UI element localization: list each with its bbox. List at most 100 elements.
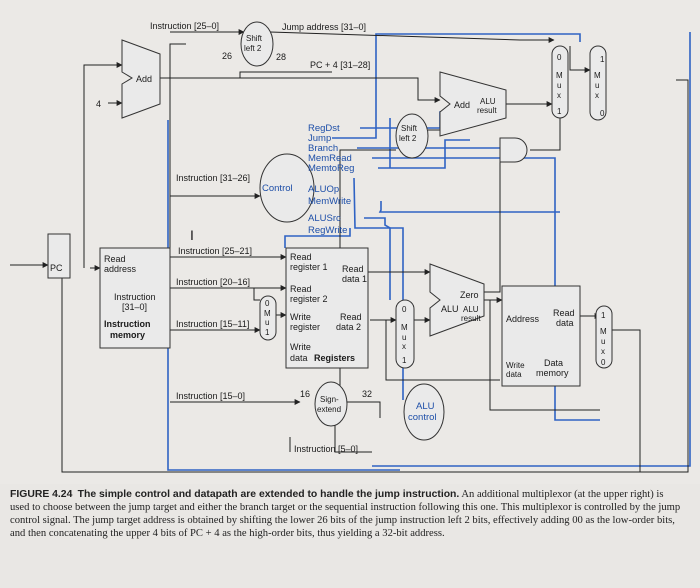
jump-mux-m: M: [594, 71, 601, 80]
dm-read-1: Read: [553, 308, 575, 318]
reg-data1b: data 1: [342, 274, 367, 284]
alusrc-mux-u: u: [402, 333, 406, 342]
signal-alusrc: ALUSrc: [308, 213, 341, 224]
regdst-mux-in0: 0: [265, 299, 270, 308]
dm-memory: memory: [536, 368, 569, 378]
data2-to-mem-wire: [385, 320, 500, 381]
reg-writea: Write: [290, 312, 311, 322]
instr-bus-wire: [169, 43, 186, 290]
regdst-mux-in1: 1: [265, 328, 270, 337]
jump-mux-body: [589, 45, 607, 121]
writeback-wire: [612, 329, 641, 472]
alusrc-mux-in1: 1: [402, 356, 407, 365]
pc-feedback-wire: [61, 79, 689, 473]
jump-mux-in1: 1: [600, 55, 605, 64]
im-title-2: memory: [110, 330, 145, 340]
multiplexers: 1 M u x 0 0 M u x 1 0 M u 1 0 M u x 1: [259, 45, 613, 369]
branch-mux-x: x: [557, 91, 561, 100]
dm-read-2: data: [556, 318, 574, 328]
jump-mux-x: x: [595, 91, 599, 100]
signal-regdst: RegDst: [308, 123, 340, 134]
reg-data2a: Read: [340, 312, 362, 322]
dm-data: Data: [544, 358, 563, 368]
branch-shift-text-2: left 2: [399, 134, 417, 143]
label-26: 26: [222, 51, 232, 61]
im-title-1: Instruction: [104, 319, 151, 329]
jump-shift-left-2: [240, 21, 274, 67]
branch-adder: [439, 71, 507, 137]
jump-mux-in0: 0: [600, 109, 605, 118]
pc-to-add-wire: [83, 62, 123, 268]
regdst-mux: 0 M u 1: [259, 295, 277, 341]
figure-body: An additional multiplexor (at the upper …: [10, 489, 681, 539]
label-instr-15-11: Instruction [15–11]: [176, 319, 249, 329]
signal-jump: Jump: [308, 133, 331, 144]
im-instruction-bits: [31–0]: [122, 302, 147, 312]
alusrc-mux: 0 M u x 1: [395, 299, 415, 369]
branch-adder-label: Add: [454, 100, 470, 110]
registers-title: Registers: [314, 353, 355, 363]
branch-and-gate: [499, 137, 528, 163]
pc-register: [47, 233, 71, 279]
label-16: 16: [300, 389, 310, 399]
alu-result-b: result: [461, 314, 481, 323]
sign-extend-1: Sign-: [320, 395, 339, 404]
memwrite-line: [378, 201, 560, 213]
control-unit: [259, 153, 315, 223]
branch-mux-in1: 1: [557, 107, 562, 116]
signal-regwrite: RegWrite: [308, 225, 347, 236]
frame-line: [372, 32, 691, 467]
im-instruction: Instruction: [114, 292, 156, 302]
im-address: address: [104, 264, 137, 274]
label-pc4: PC + 4 [31–28]: [310, 60, 370, 70]
alusrc-mux-in0: 0: [402, 305, 407, 314]
regdst-mux-body: [259, 295, 277, 341]
reg-wdataa: Write: [290, 342, 311, 352]
jump-address-wire: [269, 31, 555, 43]
memtoreg-line: [378, 139, 470, 169]
sign-out-wire: [345, 401, 381, 418]
regdst-mux-m: M: [264, 309, 271, 318]
sign-extend-2: extend: [317, 405, 341, 414]
label-instr-15-0: Instruction [15–0]: [176, 391, 245, 401]
control-lines: [167, 32, 691, 471]
control-label: Control: [262, 183, 293, 194]
reg-read1a: Read: [290, 252, 312, 262]
label-instr-5-0: Instruction [5–0]: [294, 444, 358, 454]
label-jump-address: Jump address [31–0]: [282, 22, 366, 32]
signal-memtoreg: MemtoReg: [308, 163, 354, 174]
branch-adder-alu: ALU: [480, 97, 496, 106]
memtoreg-mux: 1 M u x 0: [595, 305, 613, 369]
label-instr-25-21: Instruction [25–21]: [178, 246, 252, 256]
instruction-memory: [99, 247, 171, 349]
reg-read2a: Read: [290, 284, 312, 294]
regdst-mux-u: u: [265, 318, 269, 327]
branch-shift-left-2: [395, 113, 429, 159]
jump-datapath-diagram: Add 4 PC Read address Instruction [31–0]…: [10, 21, 691, 473]
branch-mux-body: [551, 45, 569, 119]
jump-mux-u: u: [595, 81, 599, 90]
label-28: 28: [276, 52, 286, 62]
text-cursor: I: [190, 227, 194, 243]
zero-wire: [484, 156, 501, 293]
branch-mux-in0: 0: [557, 53, 562, 62]
alusrc-mux-x: x: [402, 342, 406, 351]
alu-label: ALU: [441, 304, 459, 314]
branch-mux-u: u: [557, 81, 561, 90]
jump-shift-text-1: Shift: [246, 34, 263, 43]
alusrc-mux-body: [395, 299, 415, 369]
figure-number: FIGURE 4.24: [10, 489, 73, 500]
memtoreg-mux-x: x: [601, 347, 605, 356]
alu-control-1: ALU: [416, 401, 435, 412]
control-signal-labels: RegDst Jump Branch MemRead MemtoReg ALUO…: [308, 123, 354, 236]
branch-mux-m: M: [556, 71, 563, 80]
alu-control-2: control: [408, 412, 437, 423]
alu-zero: Zero: [460, 290, 479, 300]
reg-wdatab: data: [290, 353, 308, 363]
main-alu: [429, 263, 485, 337]
alusrc-line: [364, 217, 391, 300]
reg-read2b: register 2: [290, 294, 328, 304]
jump-line: [332, 33, 581, 139]
data-memory: [501, 285, 581, 387]
